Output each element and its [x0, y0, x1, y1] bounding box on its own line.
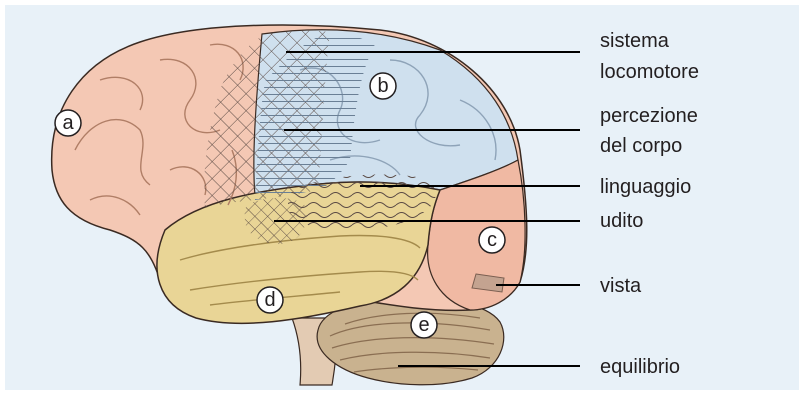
label-locomotore: locomotore: [600, 61, 699, 83]
label-equilibrio: equilibrio: [600, 356, 680, 378]
region-marker-d: d: [257, 287, 283, 313]
label-linguaggio: linguaggio: [600, 176, 691, 198]
region-marker-e: e: [411, 312, 437, 338]
region-marker-c: c: [479, 227, 505, 253]
label-sistema: sistema: [600, 30, 670, 52]
label-percezione: percezione: [600, 105, 698, 127]
region-letter-a: a: [62, 112, 74, 134]
region-letter-b: b: [377, 75, 388, 97]
label-del-corpo: del corpo: [600, 135, 682, 157]
region-letter-e: e: [418, 314, 429, 336]
region-letter-c: c: [487, 229, 497, 251]
label-udito: udito: [600, 210, 643, 232]
region-marker-b: b: [370, 73, 396, 99]
label-vista: vista: [600, 275, 642, 297]
region-letter-d: d: [264, 289, 275, 311]
region-marker-a: a: [55, 110, 81, 136]
